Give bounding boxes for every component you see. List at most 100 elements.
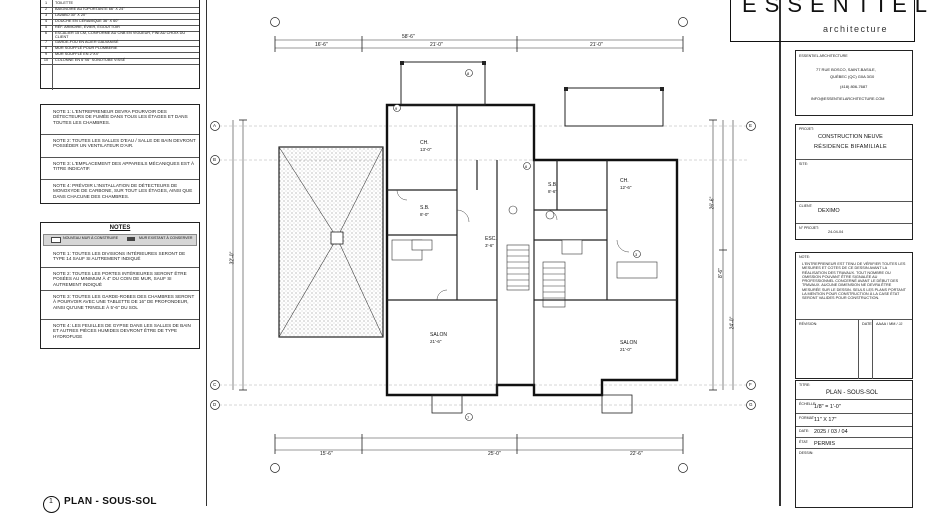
legend-row-text: LAVABO 30" X 20": [55, 13, 87, 17]
grid-label: A: [213, 123, 217, 128]
notes-item-3: NOTE 3: TOUTES LES GARDE-ROBES DES CHAMB…: [53, 294, 195, 310]
client-value: DEXIMO: [818, 208, 840, 214]
legend-row-divider: [41, 18, 199, 20]
dimension-lines: [232, 39, 734, 451]
deck-posts: [400, 61, 664, 91]
num-projet-value: 24-04-04: [828, 230, 844, 234]
legend-row-number: 10: [43, 58, 49, 62]
room-label: SALON: [620, 340, 637, 346]
legend-row-divider: [41, 51, 199, 53]
grid-label: G: [749, 402, 753, 407]
new-wall-swatch: [51, 237, 61, 243]
legend-column-divider: [52, 0, 53, 90]
grid-bubbles: [210, 17, 756, 473]
legend-row-number: 2: [44, 7, 48, 11]
room-dim: 3'-6": [485, 243, 494, 248]
room-label: S.B.: [548, 182, 558, 188]
legend-row-divider: [41, 40, 199, 41]
note-label: NOTE:: [799, 255, 810, 259]
room-label: S.B.: [420, 205, 430, 211]
date-label: DATE:: [799, 429, 810, 433]
grid-label: B: [213, 157, 217, 162]
notes-legend-bar: [43, 234, 197, 246]
firm-address-1: 77 RUE BOSCO, SAINT-BASILE,: [816, 67, 876, 72]
firm-phone: (418) 806-7687: [840, 84, 868, 89]
notes-title: NOTES: [109, 225, 131, 231]
grid-label: F: [749, 382, 752, 387]
logo-wordmark: ESSENTIEL: [742, 0, 936, 17]
legend-row-text: COLONNE EN 6"X6" SONOTUBE VISSÉ: [55, 58, 126, 62]
room-dim: 12'-6": [620, 185, 632, 190]
logo-box: [730, 0, 915, 42]
projet-line-1: CONSTRUCTION NEUVE: [818, 134, 883, 140]
note-text: L'ENTREPRENEUR EST TENU DE VÉRIFIER TOUT…: [802, 262, 906, 301]
dim-right-1: 26'-6": [709, 196, 716, 210]
legend-row-text: DOUCHE EN CÉRAMIQUE 36" X 60": [55, 19, 119, 23]
dim-left: 32'-0": [229, 251, 236, 265]
notes-box: NOTES NOUVEAU MUR À CONSTRUIRE MUR EXIST…: [40, 222, 200, 349]
bottom-entries: [431, 394, 633, 414]
site-label: SITE:: [799, 162, 808, 166]
dim-top-3: 21'-0": [590, 42, 603, 48]
sheet-border-right: [779, 0, 781, 506]
legend-row-number: 7: [44, 40, 48, 44]
general-note-3: NOTE 3: L'EMPLACEMENT DES APPAREILS MÉCA…: [53, 161, 195, 172]
title-info-box: TITRE: PLAN - SOUS-SOL ÉCHELLE: 1/8" = 1…: [795, 380, 913, 508]
titre-label: TITRE:: [799, 383, 811, 387]
notes-item-4: NOTE 4: LES FEUILLES DE GYPSE DANS LES S…: [53, 323, 191, 339]
room-dim: 21'-6": [430, 339, 442, 344]
notes-item-1: NOTE 1: TOUTES LES DIVISIONS INTÉRIEURES…: [53, 251, 186, 262]
dim-bottom-2: 25'-0": [488, 451, 501, 457]
legend-row-number: 8: [44, 46, 48, 50]
notes-item-2: NOTE 2: TOUTES LES PORTES INTÉRIEURES SE…: [53, 271, 187, 287]
garage-column: [330, 231, 344, 245]
projet-label: PROJET:: [799, 127, 814, 131]
dim-right-3: 24'-0": [729, 316, 736, 330]
revision-col-date: DATE: [862, 322, 872, 326]
callout-number: 3: [635, 252, 638, 257]
revision-col-format: AAAA / MM / JJ: [876, 322, 903, 326]
legend-row-number: 5: [44, 25, 48, 29]
sheet-border-left: [206, 0, 207, 506]
callout-number: 9: [395, 106, 398, 111]
etat-value: PERMIS: [814, 441, 836, 447]
dim-top-1: 16'-6": [315, 42, 328, 48]
room-dim: 8'-6": [548, 189, 557, 194]
legend-row-text: GARDE-FOU EN ACIER GALVANISÉ: [55, 40, 119, 44]
fixtures: [391, 205, 658, 279]
legend-row-text: TOILETTE: [55, 1, 74, 5]
dim-top-2: 21'-0": [430, 42, 443, 48]
num-projet-label: N° PROJET:: [799, 226, 819, 230]
legend-row-text: RÉF. ARMOIRE, ÉVIER, ÉGOUTTOIR: [55, 25, 120, 29]
client-label: CLIENT:: [799, 204, 813, 208]
legend-row-text: MUR SOUFFLÉ EN 2"X4": [55, 52, 100, 56]
legend-row-number: 1: [44, 1, 48, 5]
legend-row-divider: [41, 12, 199, 14]
room-label: CH.: [620, 178, 629, 184]
deck: [400, 61, 664, 127]
garage-roof-lines: [278, 146, 384, 338]
legend-row-number: 6: [44, 31, 48, 35]
legend-row-divider: [41, 63, 199, 65]
legend-existing-wall: MUR EXISTANT À CONSERVER: [139, 236, 193, 240]
dim-bottom-1: 15'-6": [320, 451, 333, 457]
firm-email: INFO@ESSENTIELARCHITECTURE.COM: [811, 97, 885, 101]
legend-row-text: ESCALIER 15 CM, CONFORME AU CNB EN VIGUE…: [55, 31, 186, 40]
room-label: SALON: [430, 332, 447, 338]
callout-number: 7: [467, 415, 470, 420]
legend-row-number: 9: [44, 52, 48, 56]
legend-row-divider: [41, 6, 199, 8]
projet-line-2: RÉSIDENCE BIFAMILIALE: [814, 144, 887, 150]
general-notes: NOTE 1: L'ENTREPRENEUR DEVRA POURVOIR DE…: [40, 104, 200, 204]
etat-label: ÉTAT:: [799, 440, 809, 444]
legend-row-text: MUR SOUFFLÉ POUR PLOMBERIE: [55, 46, 118, 50]
grid-label: C: [213, 382, 217, 387]
legend-new-wall: NOUVEAU MUR À CONSTRUIRE: [63, 236, 119, 240]
firm-address-2: QUÉBEC (QC) G0A 3G0: [830, 74, 875, 79]
room-dim: 8'-0": [420, 212, 429, 217]
interior-walls: [387, 105, 677, 395]
grid-label: E: [749, 123, 753, 128]
general-note-4: NOTE 4: PRÉVOIR L'INSTALLATION DE DÉTECT…: [53, 183, 193, 199]
legend-row-divider: [41, 24, 199, 26]
